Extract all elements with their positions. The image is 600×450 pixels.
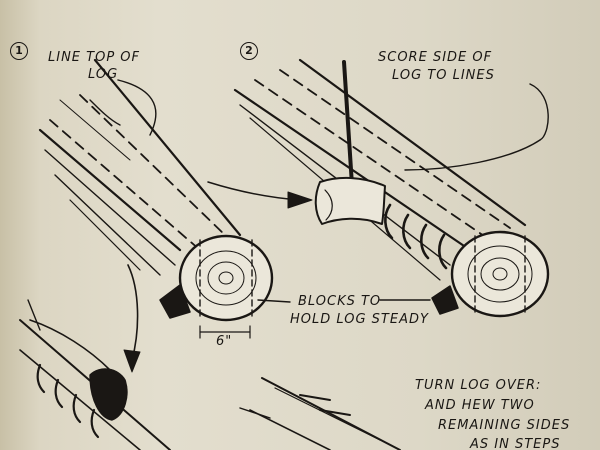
turn-note-line4: AS IN STEPS bbox=[470, 437, 561, 450]
arrow-line-top bbox=[117, 79, 157, 136]
log-2 bbox=[233, 58, 550, 318]
step-1-label-line2: LOG bbox=[88, 67, 119, 82]
dimension-label: 6" bbox=[216, 334, 233, 349]
step-2-number: 2 bbox=[240, 42, 258, 60]
log-3 bbox=[19, 264, 171, 450]
blocks-note-line1: BLOCKS TO bbox=[298, 294, 382, 309]
log-1 bbox=[38, 58, 274, 339]
arrow-score-lines bbox=[529, 83, 549, 141]
turn-note-line2: AND HEW TWO bbox=[425, 398, 535, 413]
step-2-label-line2: LOG TO LINES bbox=[392, 68, 495, 83]
log-4 bbox=[239, 377, 401, 450]
step-2-label-line1: SCORE SIDE OF bbox=[378, 50, 493, 65]
turn-note-line3: REMAINING SIDES bbox=[438, 418, 571, 433]
arrow-blocks bbox=[257, 299, 291, 303]
step-1-label-line1: LINE TOP OF bbox=[48, 50, 141, 65]
blocks-note-line2: HOLD LOG STEADY bbox=[290, 312, 429, 327]
turn-note-line1: TURN LOG OVER: bbox=[415, 378, 542, 393]
arrow-axe bbox=[207, 181, 301, 201]
step-1-number: 1 bbox=[10, 42, 28, 60]
